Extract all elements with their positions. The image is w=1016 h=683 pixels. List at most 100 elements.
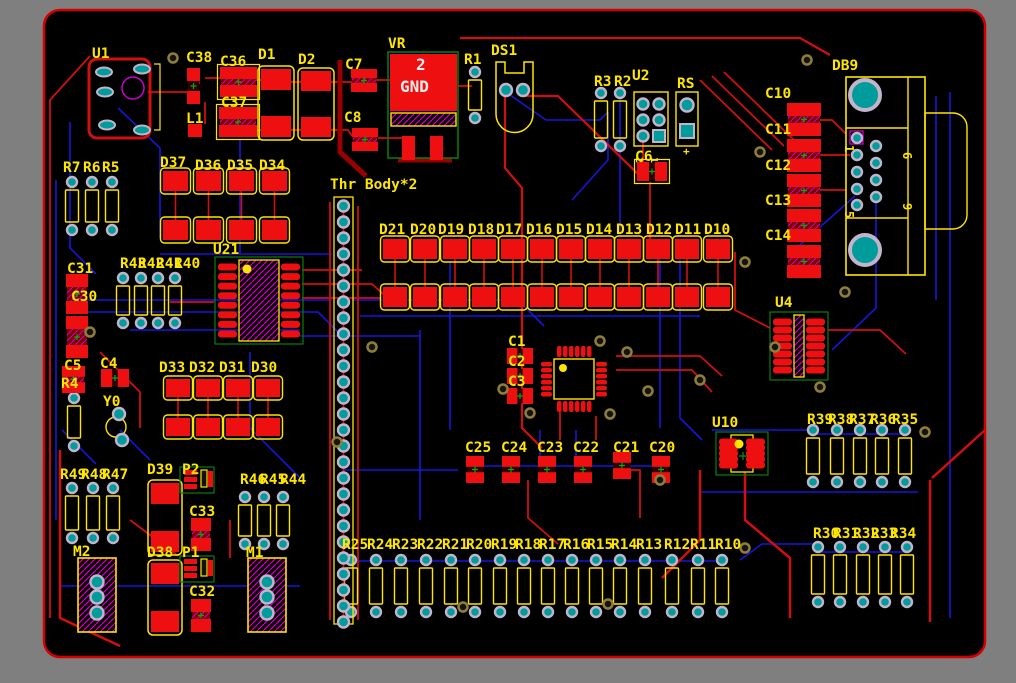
label-R49[interactable]: R49 xyxy=(60,467,86,483)
label-R42[interactable]: R42 xyxy=(138,256,164,272)
label-R24[interactable]: R24 xyxy=(367,537,393,553)
component-VR[interactable] xyxy=(387,51,459,160)
via[interactable] xyxy=(919,426,931,438)
label-R6[interactable]: R6 xyxy=(83,160,100,176)
via[interactable] xyxy=(739,256,751,268)
component-R1[interactable] xyxy=(467,65,483,125)
component-C7[interactable] xyxy=(351,69,377,92)
via[interactable] xyxy=(839,286,851,298)
label-D10[interactable]: D10 xyxy=(704,222,730,238)
label-C32[interactable]: C32 xyxy=(189,584,215,600)
label-P1[interactable]: P1 xyxy=(182,545,200,561)
component-C12[interactable] xyxy=(787,174,821,207)
label-R19[interactable]: R19 xyxy=(491,537,517,553)
via[interactable] xyxy=(84,326,96,338)
component-D39[interactable] xyxy=(147,479,183,556)
via[interactable] xyxy=(769,341,781,353)
component-C33[interactable] xyxy=(191,518,211,551)
label-D17[interactable]: D17 xyxy=(496,222,522,238)
label-VR[interactable]: VR xyxy=(388,36,406,52)
label-D37[interactable]: D37 xyxy=(160,155,186,171)
component-U21[interactable] xyxy=(214,256,304,345)
component-R46[interactable] xyxy=(237,490,253,551)
label-R40[interactable]: R40 xyxy=(174,256,200,272)
via[interactable] xyxy=(694,374,706,386)
label-R23[interactable]: R23 xyxy=(392,537,418,553)
component-R31[interactable] xyxy=(832,540,848,609)
component-C13[interactable] xyxy=(787,209,821,242)
component-D2[interactable] xyxy=(297,67,335,141)
component-D31[interactable] xyxy=(222,375,254,440)
component-QFP[interactable] xyxy=(541,346,607,412)
component-R48[interactable] xyxy=(85,481,101,545)
label-D39[interactable]: D39 xyxy=(147,462,173,478)
component-R16[interactable] xyxy=(564,553,580,619)
component-R5[interactable] xyxy=(104,175,120,237)
label-U2[interactable]: U2 xyxy=(632,68,649,84)
label-D36[interactable]: D36 xyxy=(195,158,221,174)
label-R17[interactable]: R17 xyxy=(539,537,565,553)
component-U2[interactable] xyxy=(633,91,669,147)
component-C38[interactable] xyxy=(187,68,200,104)
component-C8[interactable] xyxy=(352,128,378,151)
component-R24[interactable] xyxy=(368,553,384,619)
component-C36[interactable] xyxy=(216,63,261,101)
label-C13[interactable]: C13 xyxy=(765,193,791,209)
label-R15[interactable]: R15 xyxy=(587,537,613,553)
component-P2[interactable] xyxy=(179,466,215,494)
component-R21[interactable] xyxy=(443,553,459,619)
label-R37[interactable]: R37 xyxy=(849,412,875,428)
label-C25[interactable]: C25 xyxy=(465,440,491,456)
label-C20[interactable]: C20 xyxy=(649,440,675,456)
label-C30[interactable]: C30 xyxy=(71,289,97,305)
via[interactable] xyxy=(814,381,826,393)
component-D35[interactable] xyxy=(225,167,258,244)
label-R32[interactable]: R32 xyxy=(853,526,879,542)
via[interactable] xyxy=(524,407,536,419)
component-D20[interactable] xyxy=(409,235,441,311)
label-R12[interactable]: R12 xyxy=(664,537,690,553)
component-R13[interactable] xyxy=(637,553,653,619)
component-C6[interactable] xyxy=(633,158,671,185)
component-C31[interactable] xyxy=(66,274,88,314)
via[interactable] xyxy=(739,542,751,554)
component-L1[interactable] xyxy=(188,124,202,137)
component-D38[interactable] xyxy=(147,559,183,636)
component-RS[interactable] xyxy=(675,91,699,147)
label-R13[interactable]: R13 xyxy=(636,537,662,553)
component-D32[interactable] xyxy=(192,375,224,440)
component-M2[interactable] xyxy=(77,557,117,633)
component-M1[interactable] xyxy=(247,557,287,633)
component-R41[interactable] xyxy=(150,271,166,330)
component-R42[interactable] xyxy=(133,271,149,330)
component-R45[interactable] xyxy=(256,490,272,551)
component-U1[interactable] xyxy=(87,57,161,140)
label-D32[interactable]: D32 xyxy=(189,360,215,376)
label-U1[interactable]: U1 xyxy=(92,46,110,62)
component-C1[interactable] xyxy=(507,348,533,364)
label-D21[interactable]: D21 xyxy=(379,222,405,238)
via[interactable] xyxy=(602,598,614,610)
label-D33[interactable]: D33 xyxy=(159,360,185,376)
label-DS1[interactable]: DS1 xyxy=(491,43,517,59)
label-Y0[interactable]: Y0 xyxy=(103,394,120,410)
label-R11[interactable]: R11 xyxy=(690,537,716,553)
component-C37[interactable] xyxy=(215,103,261,141)
component-D17[interactable] xyxy=(497,235,529,311)
label-D11[interactable]: D11 xyxy=(675,222,701,238)
label-+[interactable]: + xyxy=(683,145,690,158)
label-R2[interactable]: R2 xyxy=(614,74,631,90)
label-R35[interactable]: R35 xyxy=(892,412,918,428)
label-C2[interactable]: C2 xyxy=(508,354,525,370)
label-D14[interactable]: D14 xyxy=(586,222,612,238)
label-D19[interactable]: D19 xyxy=(438,222,464,238)
label-C8[interactable]: C8 xyxy=(344,110,361,126)
component-R47[interactable] xyxy=(105,481,121,545)
label-R16[interactable]: R16 xyxy=(563,537,589,553)
label-R38[interactable]: R38 xyxy=(828,412,854,428)
component-D36[interactable] xyxy=(192,167,225,244)
component-DB9[interactable] xyxy=(845,76,968,276)
label-R4[interactable]: R4 xyxy=(61,376,79,392)
